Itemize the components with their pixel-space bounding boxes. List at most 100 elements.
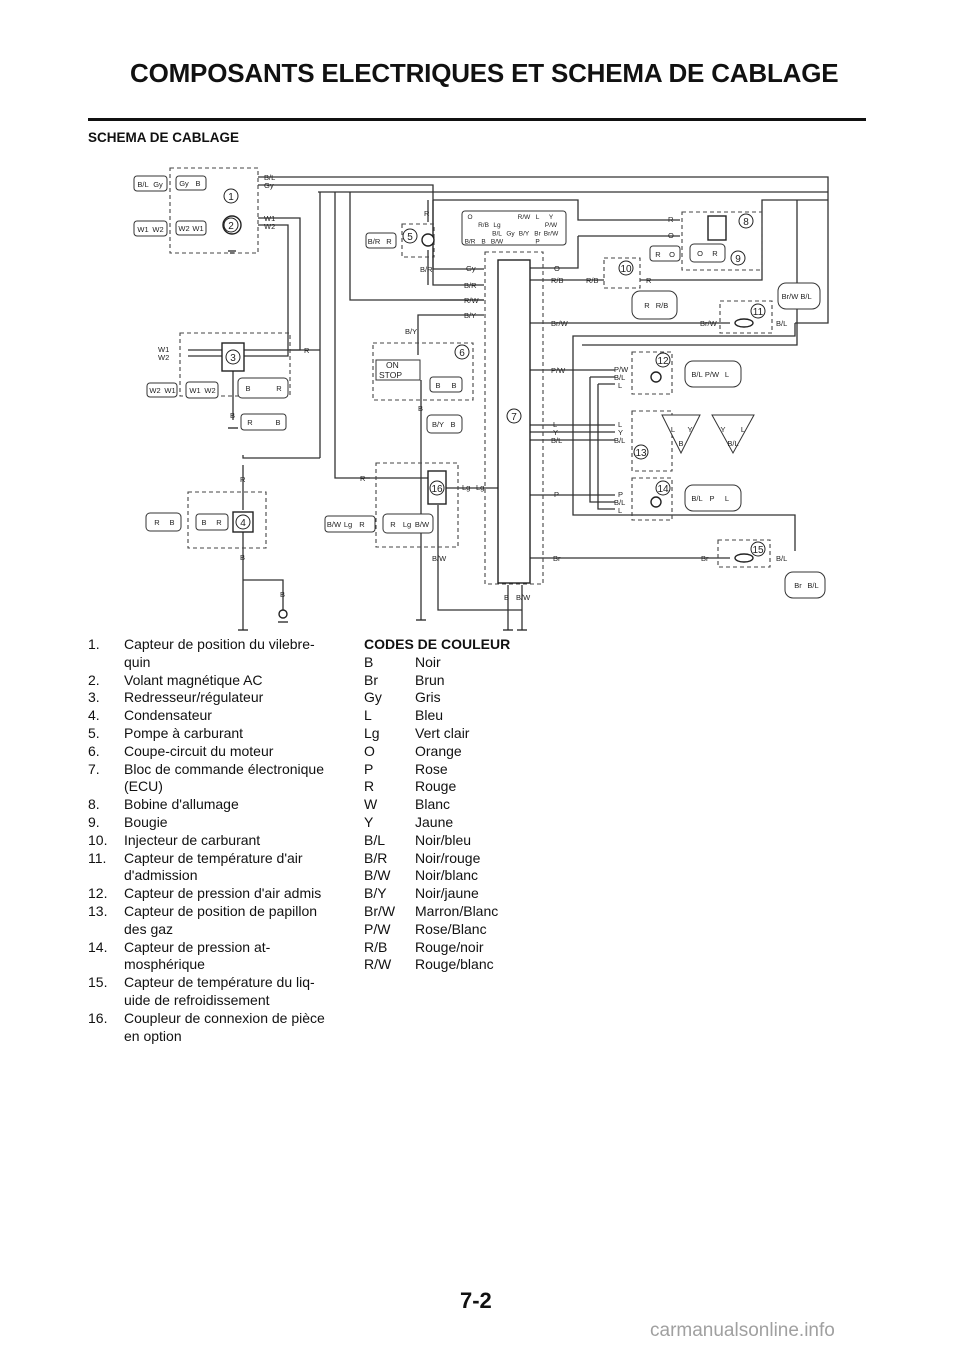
pin-label: L (725, 494, 729, 503)
box-3 (179, 332, 291, 397)
component-number: 15 (752, 545, 764, 556)
legend-item: 13.Capteur de position de papillon (88, 903, 350, 921)
legend-label: Capteur de pression d'air admis (124, 885, 322, 902)
legend-item-continued: (ECU) (88, 778, 350, 796)
label-l-ecu: L (553, 420, 557, 429)
component-marker-13: 13 (633, 444, 649, 460)
pin-label: R (386, 237, 392, 246)
ground-symbols (228, 250, 527, 631)
legend-label: Capteur de température d'air (124, 849, 303, 866)
component-marker-8: 8 (738, 213, 754, 229)
pin-label: B/L (800, 292, 811, 301)
legend-label: Condensateur (124, 707, 212, 724)
color-code: Br/W (364, 902, 396, 919)
wire-by2 (417, 314, 484, 330)
legend-item: 4.Condensateur (88, 707, 350, 725)
wire-bl-loop1 (572, 323, 796, 551)
connector-11 (777, 282, 821, 310)
box-12 (631, 351, 673, 395)
legend-item: 7.Bloc de commande électronique (88, 761, 350, 779)
pin-label: B (169, 518, 174, 527)
pin-label: R (154, 518, 160, 527)
connector-13a (661, 414, 701, 455)
component-number: 11 (753, 307, 764, 318)
box-13 (631, 410, 673, 472)
component-number: 1 (228, 192, 234, 203)
label-bw-ecu: B/W (516, 593, 531, 602)
connector-3d (240, 413, 287, 431)
legend-number: 12. (88, 885, 108, 902)
ecu-pin-label: P (535, 239, 539, 246)
pin-label: W2 (178, 224, 189, 233)
connector-2b (175, 220, 207, 236)
legend-label: Capteur de température du liq- (124, 974, 315, 991)
label-bl-13: B/L (614, 436, 625, 445)
wire-gy-top (258, 184, 484, 270)
wire-o-ecu (530, 236, 579, 269)
component-marker-11: 11 (750, 303, 766, 319)
fuel-pump-symbol (421, 233, 435, 247)
color-code: Gy (364, 689, 382, 706)
color-name: Noir (415, 653, 441, 670)
label-p-14: P (618, 490, 623, 499)
label-br-15: Br (701, 554, 709, 563)
legend-number: 13. (88, 902, 108, 919)
box-14 (631, 477, 673, 521)
label-br-pump: B/R (420, 265, 433, 274)
label-pw-ecu: P/W (551, 366, 566, 375)
legend-item: 5.Pompe à carburant (88, 725, 350, 743)
ground-icon (228, 250, 236, 254)
ecu-pin-label: B/Y (519, 230, 530, 237)
legend-label: Bloc de commande électronique (124, 760, 325, 777)
connector-3c (237, 377, 289, 399)
ecu-connector (461, 210, 567, 246)
pin-label: B/L (691, 370, 702, 379)
legend-number: 5. (88, 724, 100, 741)
color-name: Vert clair (415, 724, 470, 741)
label-rw-ecu: R/W (464, 296, 480, 305)
ecu-pin-label: B/L (492, 230, 502, 237)
pin-label: L (741, 425, 745, 434)
thermistor-15 (734, 553, 754, 563)
label-b-cond: B (240, 553, 245, 562)
pin-label: B/W (415, 520, 430, 529)
legend-item: 9.Bougie (88, 814, 350, 832)
color-codes-heading: CODES DE COULEUR (364, 636, 511, 652)
legend-item: 8.Bobine d'allumage (88, 796, 350, 814)
label-r-16: R (360, 474, 366, 483)
pin-label: R (216, 518, 222, 527)
legend-number: 11. (88, 849, 107, 866)
legend-label: Capteur de pression at- (124, 938, 271, 955)
wire-w2 (188, 224, 289, 357)
pin-label: Gy (153, 180, 163, 189)
color-code: B/W (364, 867, 391, 884)
color-code: R/B (364, 938, 388, 955)
label-o-ecu: O (554, 264, 560, 273)
component-number: 3 (230, 353, 236, 364)
legend-item: 1.Capteur de position du vilebre- (88, 636, 350, 654)
pin-label: R (276, 384, 282, 393)
legend-number: 15. (88, 974, 108, 991)
color-name: Jaune (415, 813, 454, 830)
connector-1a (133, 175, 168, 192)
legend-number: 3. (88, 689, 100, 706)
label-bl-15: B/L (776, 554, 787, 563)
switch-on-label: ON (386, 360, 399, 370)
pin-label: W2 (149, 386, 160, 395)
color-name: Rose/Blanc (415, 920, 487, 937)
component-marker-12: 12 (655, 352, 671, 368)
pin-label: R (247, 418, 253, 427)
label-gy: Gy (264, 181, 274, 190)
sensor-14-symbol (650, 496, 662, 508)
legend-number: 16. (88, 1009, 108, 1026)
engine-stop-switch (375, 359, 421, 381)
pin-label: Y (687, 425, 692, 434)
connector-8a (649, 245, 681, 262)
label-b-ecu: B (504, 593, 509, 602)
component-marker-15: 15 (750, 541, 766, 557)
connector-3a (146, 382, 178, 398)
